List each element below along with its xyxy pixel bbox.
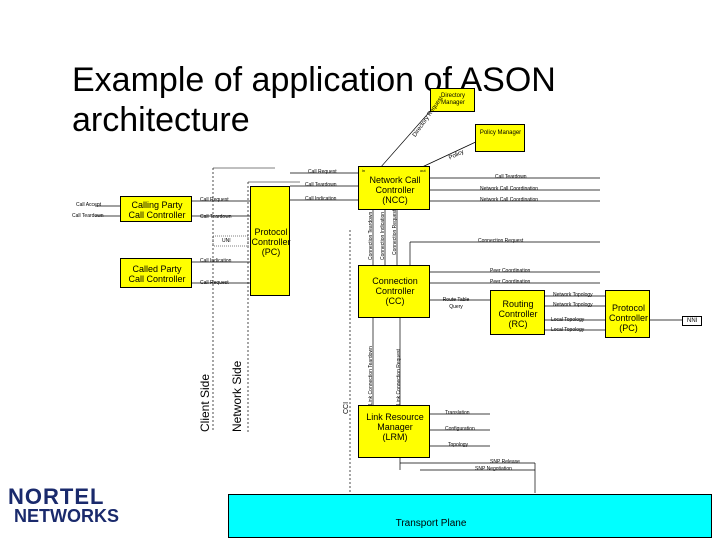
ncc-box: Network Call Controller (NCC) [358, 166, 430, 210]
rc-box: Routing Controller (RC) [490, 290, 545, 335]
calling-party-label: Calling Party Call Controller [128, 200, 186, 220]
peer-coord-1-label: Peer Coordination [490, 268, 531, 274]
slide-title: Example of application of ASON architect… [72, 60, 556, 140]
transport-plane-label: Transport Plane [395, 518, 467, 529]
call-accept-label: Call Accept [76, 202, 102, 208]
called-party-label: Called Party Call Controller [128, 264, 186, 284]
call-teardown-top-label: Call Teardown [305, 182, 337, 188]
cc-box: Connection Controller (CC) [358, 265, 430, 318]
policy-manager-box: Policy Manager [475, 124, 525, 152]
directory-manager-box: Directory Manager [430, 88, 475, 112]
translation-label: Translation [445, 410, 470, 416]
local-topology-1-label: Local Topology [551, 317, 585, 323]
directory-manager-label: Directory Manager [440, 93, 465, 106]
port-out-marker: out [420, 168, 426, 173]
protocol-controller-right-label: Protocol Controller (PC) [608, 303, 648, 333]
net-call-coord-1-label: Network Call Coordination [480, 186, 539, 192]
connection-request-v-label: Connection Request [392, 209, 398, 255]
call-request-low-label: Call Request [200, 280, 229, 286]
cci-label: CCI [343, 401, 350, 414]
nni-label: NNI [682, 316, 703, 326]
topology-label: Topology [448, 442, 469, 448]
called-party-box: Called Party Call Controller [120, 258, 192, 288]
link-connection-teardown-label: Link Connection Teardown [368, 346, 374, 405]
snp-negotiation-label: SNP Negotiation [475, 466, 512, 472]
transport-plane-box: Transport Plane [228, 494, 712, 538]
ncc-label: Network Call Controller (NCC) [369, 175, 421, 205]
call-teardown-left-label: Call Teardown [72, 213, 104, 219]
snp-release-label: SNP Release [490, 459, 520, 465]
peer-coord-2-label: Peer Coordination [490, 279, 531, 285]
logo-line-2: NETWORKS [14, 506, 119, 526]
cc-label: Connection Controller (CC) [372, 276, 418, 306]
network-side-label: Network Side [230, 360, 244, 432]
connection-request-label: Connection Request [478, 238, 524, 244]
net-call-coord-2-label: Network Call Coordination [480, 197, 539, 203]
route-table-query-label: Route Table Query [442, 297, 470, 310]
policy-manager-label: Policy Manager [479, 130, 522, 136]
port-in-marker: in [362, 168, 366, 173]
lrm-box: Link Resource Manager (LRM) [358, 405, 430, 458]
logo-line-1: NORTEL [8, 484, 105, 509]
protocol-controller-right-box: Protocol Controller (PC) [605, 290, 650, 338]
call-teardown-mid-label: Call Teardown [200, 214, 232, 220]
protocol-controller-left-label: Protocol Controller (PC) [251, 227, 291, 257]
connection-indication-v-label: Connection Indication [380, 211, 386, 260]
call-request-top-label: Call Request [308, 169, 337, 175]
calling-party-box: Calling Party Call Controller [120, 196, 192, 222]
client-side-label: Client Side [198, 373, 212, 432]
rc-label: Routing Controller (RC) [498, 299, 538, 329]
call-teardown-right-label: Call Teardown [495, 174, 527, 180]
network-topology-1-label: Network Topology [553, 292, 593, 298]
connection-teardown-v-label: Connection Teardown [368, 211, 374, 260]
local-topology-2-label: Local Topology [551, 327, 585, 333]
lrm-label: Link Resource Manager (LRM) [366, 412, 424, 442]
call-request-left-label: Call Request [200, 197, 229, 203]
title-line-2: architecture [72, 101, 250, 139]
title-line-1: Example of application of ASON [72, 61, 556, 99]
call-indication-top-label: Call Indication [305, 196, 337, 202]
network-topology-2-label: Network Topology [553, 302, 593, 308]
configuration-label: Configuration [445, 426, 475, 432]
nortel-networks-logo: NORTEL NETWORKS [8, 484, 119, 527]
uni-label: UNI [222, 238, 231, 244]
protocol-controller-left-box: Protocol Controller (PC) [250, 186, 291, 296]
link-connection-request-label: Link Connection Request [396, 349, 402, 405]
call-indication-mid-label: Call Indication [200, 258, 232, 264]
